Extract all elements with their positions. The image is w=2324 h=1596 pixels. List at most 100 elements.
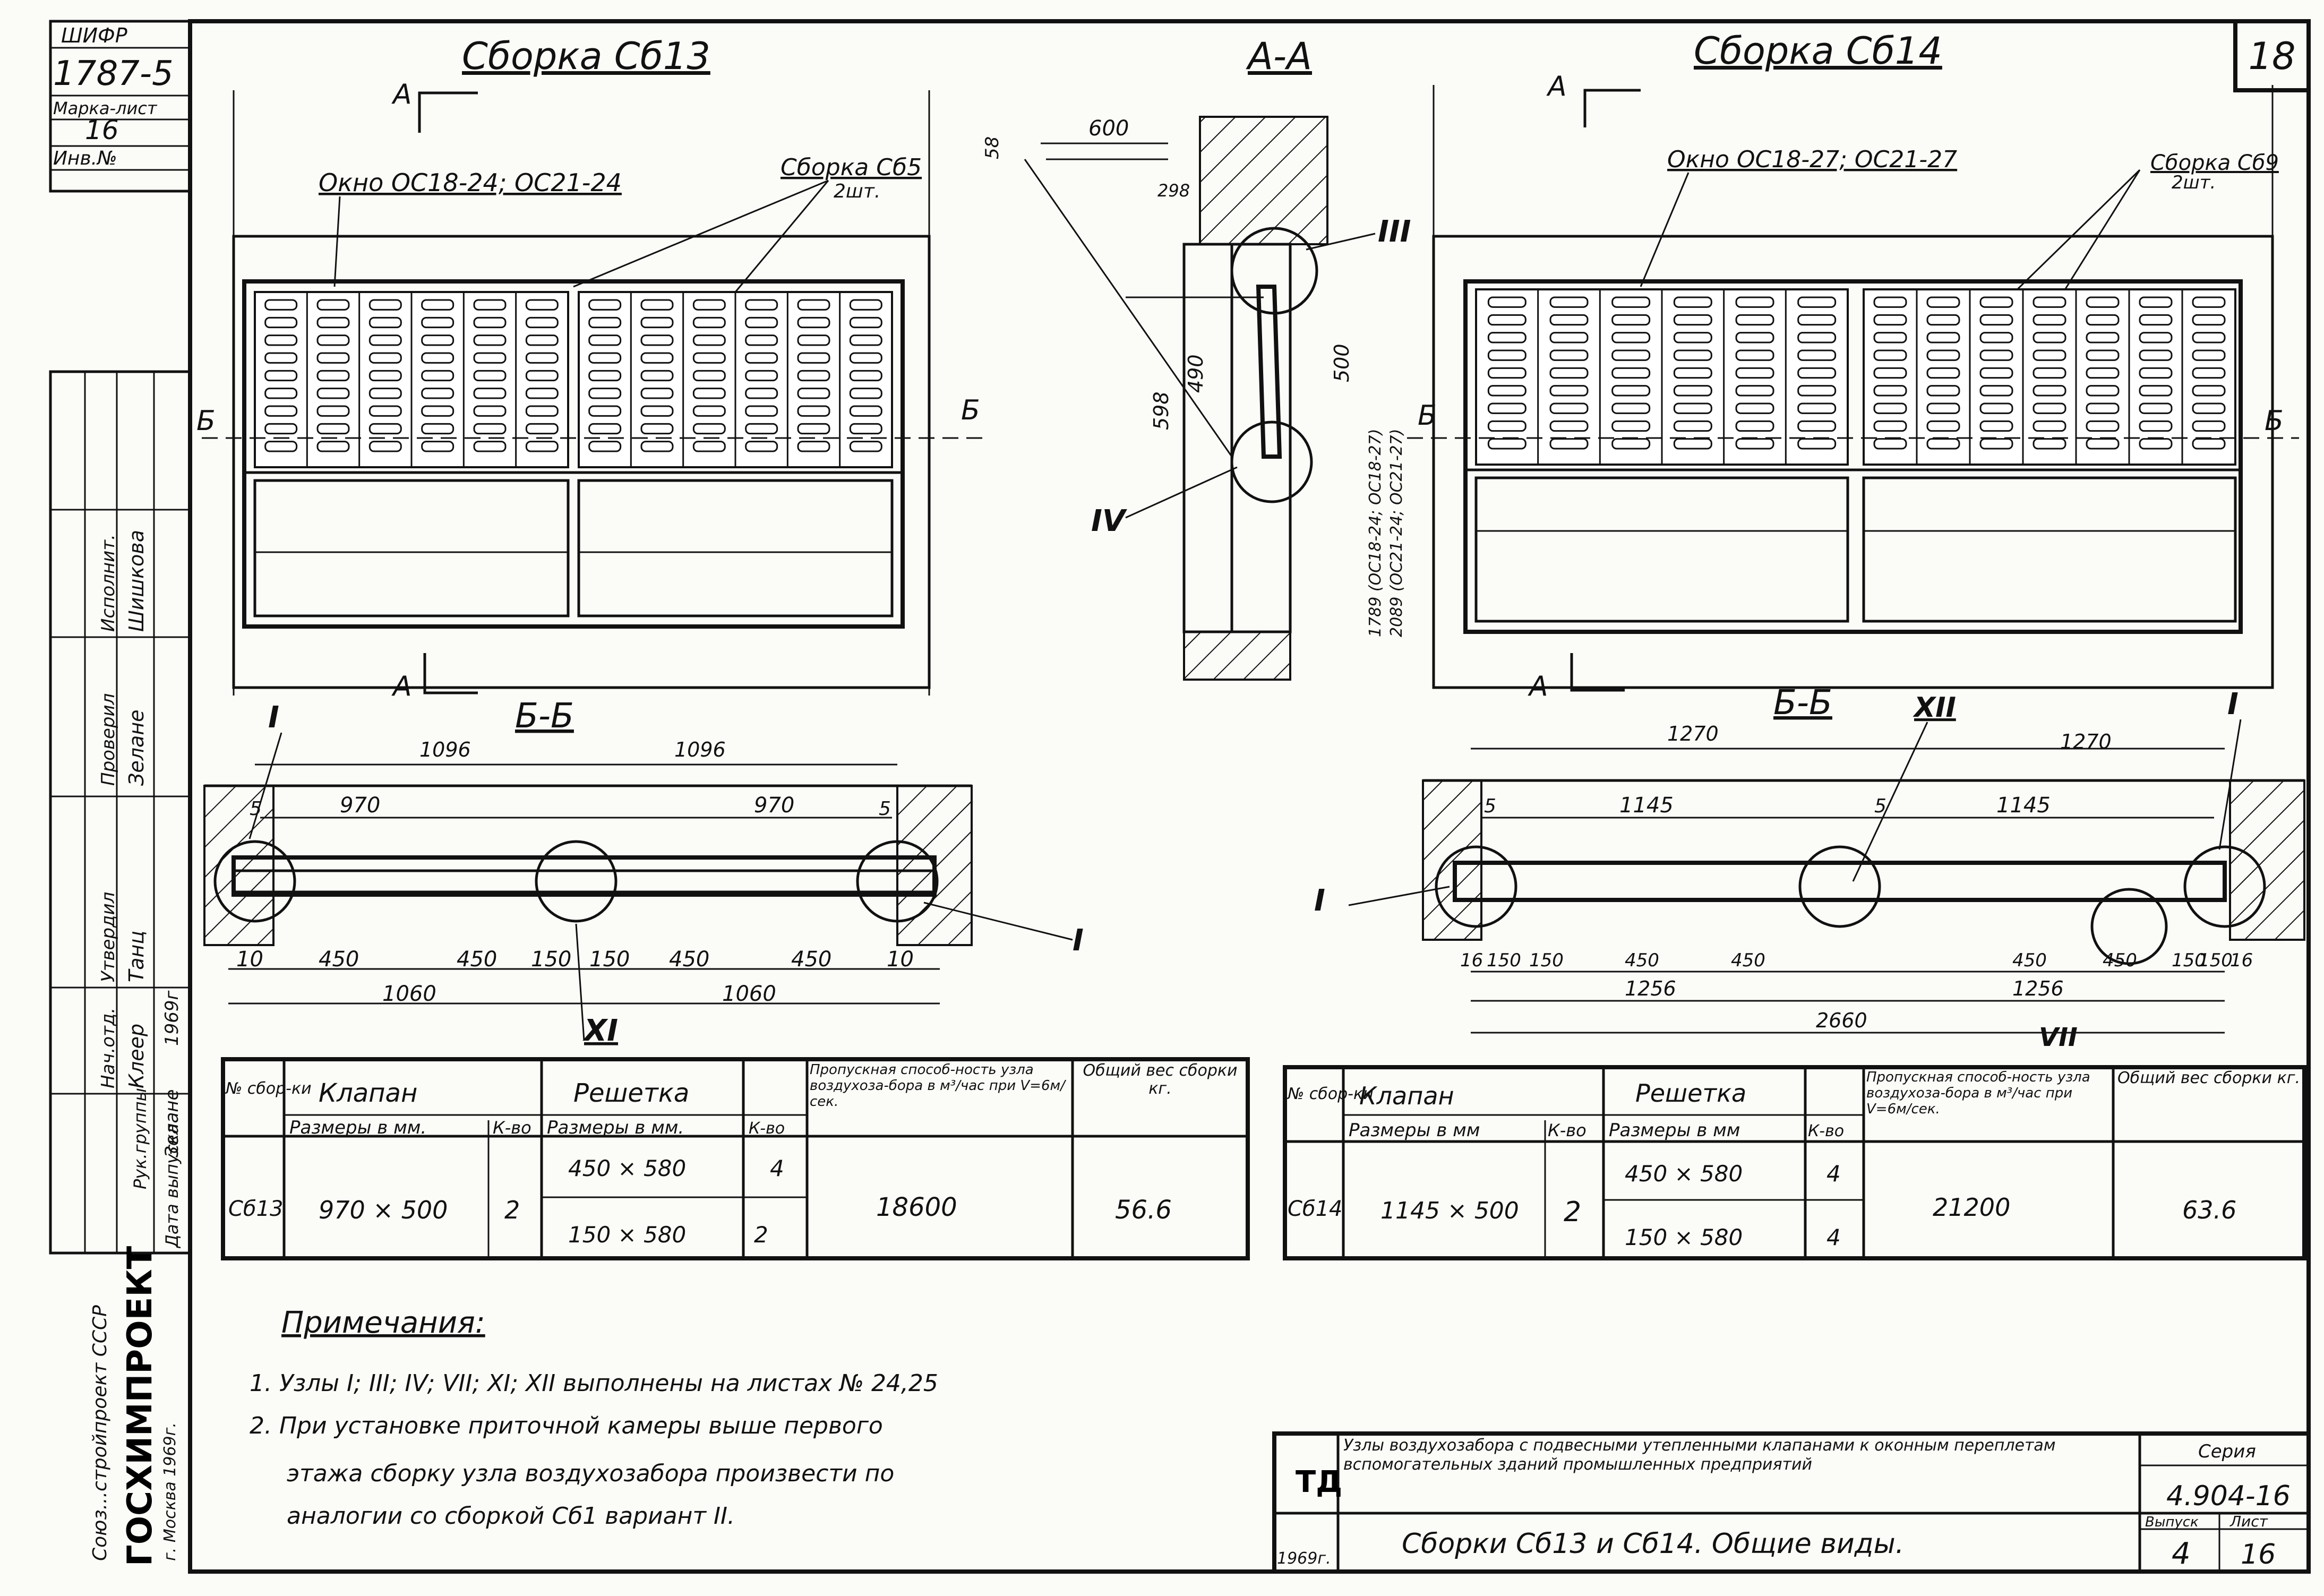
grille-slot [2086,367,2120,379]
grille-slot [692,423,726,435]
grille-slot [2139,385,2173,397]
grille-slot [1611,367,1651,379]
grille-slot [421,352,454,364]
grille-slot [2139,314,2173,326]
grille-slot [1873,349,1907,361]
aa-dim-500: 500 [1330,344,1353,382]
grille-slot [1797,438,1837,450]
grille-slot [588,423,622,435]
grille-slot [849,405,882,417]
grille-slot [849,423,882,435]
node-VII-label: VII [2039,1023,2078,1052]
grille-slot [1926,314,1960,326]
tbl-r-h-grille-size: Размеры в мм [1609,1120,1740,1141]
grille-slot [264,352,298,364]
grille-slot [1873,402,1907,414]
grille-slot [745,441,778,452]
left-bb-node-I: I [268,700,279,735]
dimension-label: 450 [2103,950,2137,971]
dimension-label: 150 [589,947,630,972]
tb-series-value: 4.904-16 [2166,1480,2291,1512]
tb-org: ТД [1296,1465,1342,1499]
grille-slot [316,388,350,399]
grille-slot [1611,402,1651,414]
grille-slot [2139,420,2173,432]
aa-dim-2089: 2089 (ОС21-24; ОС21-27) [1387,429,1406,637]
tbl-r-capacity: 21200 [1933,1193,2010,1222]
grille-slot [1979,367,2013,379]
grille-slot [473,352,507,364]
right-grille-slots [1475,289,2226,465]
right-bb-node-I-left: I [1314,883,1325,918]
grille-slot [525,316,559,329]
grille-slot [2086,296,2120,308]
grille-slot [525,405,559,417]
dimension-label: 10 [887,947,914,972]
grille-slot [1549,438,1589,450]
notes-line1: 1. Узлы I; III; IV; VII; XI; XII выполне… [250,1370,938,1397]
grille-slot [525,370,559,382]
grille-slot [692,334,726,346]
sheet-number: 18 [2248,35,2295,78]
grille-slot [1979,314,2013,326]
grille-slot [640,423,674,435]
role-group-head: Рук.группы [130,1088,150,1189]
grille-slot [640,334,674,346]
right-bottom-total-1: 1256 [1625,977,1676,1000]
left-top-dim-3: 970 [340,793,380,818]
dimension-label: 450 [791,947,831,972]
grille-slot [1611,314,1651,326]
grille-slot [2033,438,2066,450]
role-performer: Исполнит. [98,534,119,632]
dimension-label: 450 [319,947,359,972]
notes-line4: аналогии со сборкой Сб1 вариант II. [287,1503,735,1530]
right-b-left: Б [1418,400,1437,432]
tbl-l-grille-size-2: 150 × 580 [568,1222,686,1248]
grille-slot [2192,349,2226,361]
left-view-title: Сборка Сб13 [462,35,710,78]
grille-slot [1549,296,1589,308]
left-strip: ШИФР 1787-5 Марка-лист 16 Инв.№ Исполнит… [49,20,192,1566]
grille-slot [849,299,882,311]
grille-slot [1611,438,1651,450]
grille-slot [1926,385,1960,397]
org-line1: Союз...стройпроект СССР [89,1305,111,1561]
grille-slot [1926,296,1960,308]
dimension-label: 450 [1731,950,1765,971]
grille-slot [2192,385,2226,397]
right-bb-title: Б-Б [1773,683,1832,723]
grille-slot [2033,296,2066,308]
grille-slot [1611,296,1651,308]
tbl-r-valve-qty: 2 [1564,1196,1581,1228]
tbl-r-grille-size-2: 150 × 580 [1625,1224,1743,1250]
grille-slot [264,441,298,452]
name-4: Клеер [125,1024,148,1088]
dimension-label: 450 [457,947,497,972]
role-approver: Утвердил [98,892,119,982]
left-section-mark-bottom: А [391,671,412,702]
grille-slot [588,299,622,311]
grille-slot [588,334,622,346]
inv-label: Инв.№ [53,148,117,169]
grille-slot [368,388,402,399]
tbl-r-h-grille: Решетка [1635,1079,1746,1108]
org-line3: г. Москва 1969г. [161,1422,179,1561]
grille-slot [692,405,726,417]
tbl-l-weight: 56.6 [1115,1195,1172,1225]
grille-slot [745,405,778,417]
grille-slot [1873,314,1907,326]
grille-slot [264,405,298,417]
left-b-right: Б [961,394,980,426]
grille-slot [1487,349,1527,361]
tbl-r-weight: 63.6 [2182,1196,2236,1224]
grille-slot [1797,296,1837,308]
right-top-dim-4: 1145 [1996,793,2051,818]
grille-slot [421,441,454,452]
grille-slot [1979,420,2013,432]
right-top-dim-2: 1270 [2060,730,2112,753]
dimension-label: 450 [1625,950,1659,971]
grille-slot [2086,438,2120,450]
grille-slot [525,299,559,311]
grille-slot [1735,367,1774,379]
